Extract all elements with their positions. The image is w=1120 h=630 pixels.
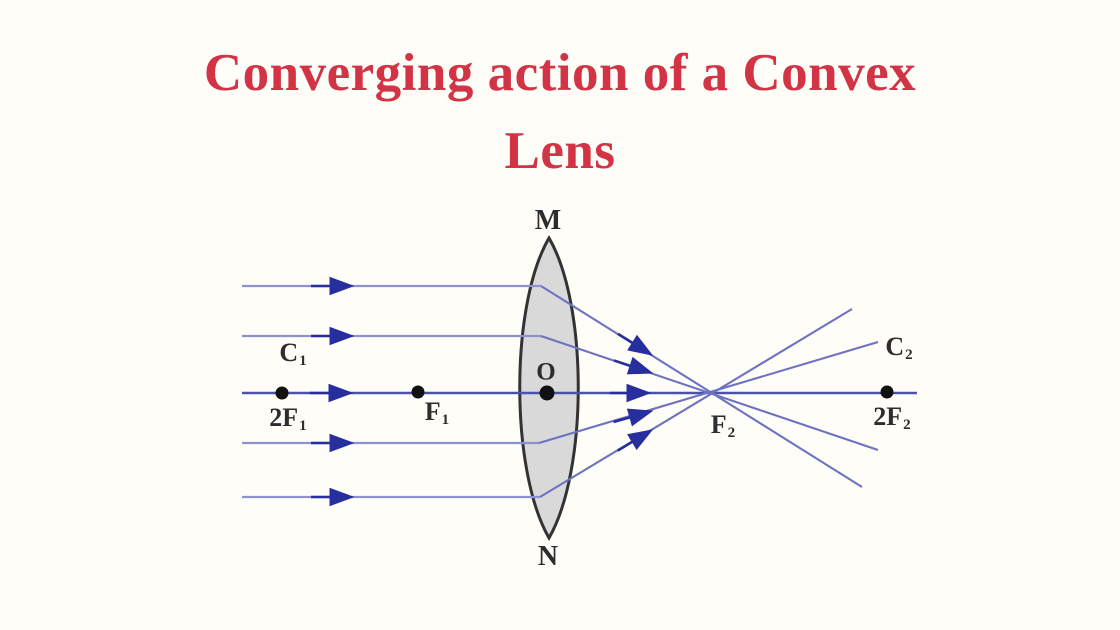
refracted-arrowheads (610, 332, 654, 452)
label-lens-top-m: M (534, 205, 562, 236)
arrowhead-icon (617, 429, 654, 452)
label-2f1: 2F1 (269, 403, 307, 434)
arrowhead-icon (613, 356, 654, 375)
arrowhead-icon (610, 383, 652, 403)
arrowhead-icon (617, 332, 654, 356)
arrowhead-icon (311, 276, 355, 296)
title-line-2: Lens (504, 122, 616, 180)
incident-rays (242, 284, 541, 499)
label-2f2: 2F2 (873, 402, 911, 433)
arrowhead-icon (311, 326, 355, 346)
page-title: Converging action of a Convex Lens (0, 34, 1120, 190)
arrowhead-icon (310, 383, 354, 403)
label-c2: C2 (885, 332, 913, 363)
arrowhead-icon (311, 433, 355, 453)
point-f1-dot (411, 385, 425, 399)
label-f1: F1 (424, 397, 450, 428)
arrowhead-icon (311, 487, 355, 507)
axis-points (275, 385, 894, 401)
label-optical-center-o: O (536, 358, 556, 386)
point-2f1-dot (275, 386, 289, 400)
incident-arrowheads (310, 276, 355, 507)
arrowhead-icon (613, 408, 654, 427)
title-line-1: Converging action of a Convex (203, 44, 917, 102)
optical-center-dot (539, 385, 555, 401)
refracted-ray-5 (539, 308, 853, 498)
point-2f2-dot (880, 385, 894, 399)
label-lens-bottom-n: N (537, 541, 559, 572)
label-f2: F2 (710, 410, 736, 441)
refracted-rays (538, 285, 879, 498)
refracted-ray-4 (538, 340, 879, 445)
refracted-ray-1 (540, 285, 863, 488)
label-c1: C1 (279, 338, 307, 369)
